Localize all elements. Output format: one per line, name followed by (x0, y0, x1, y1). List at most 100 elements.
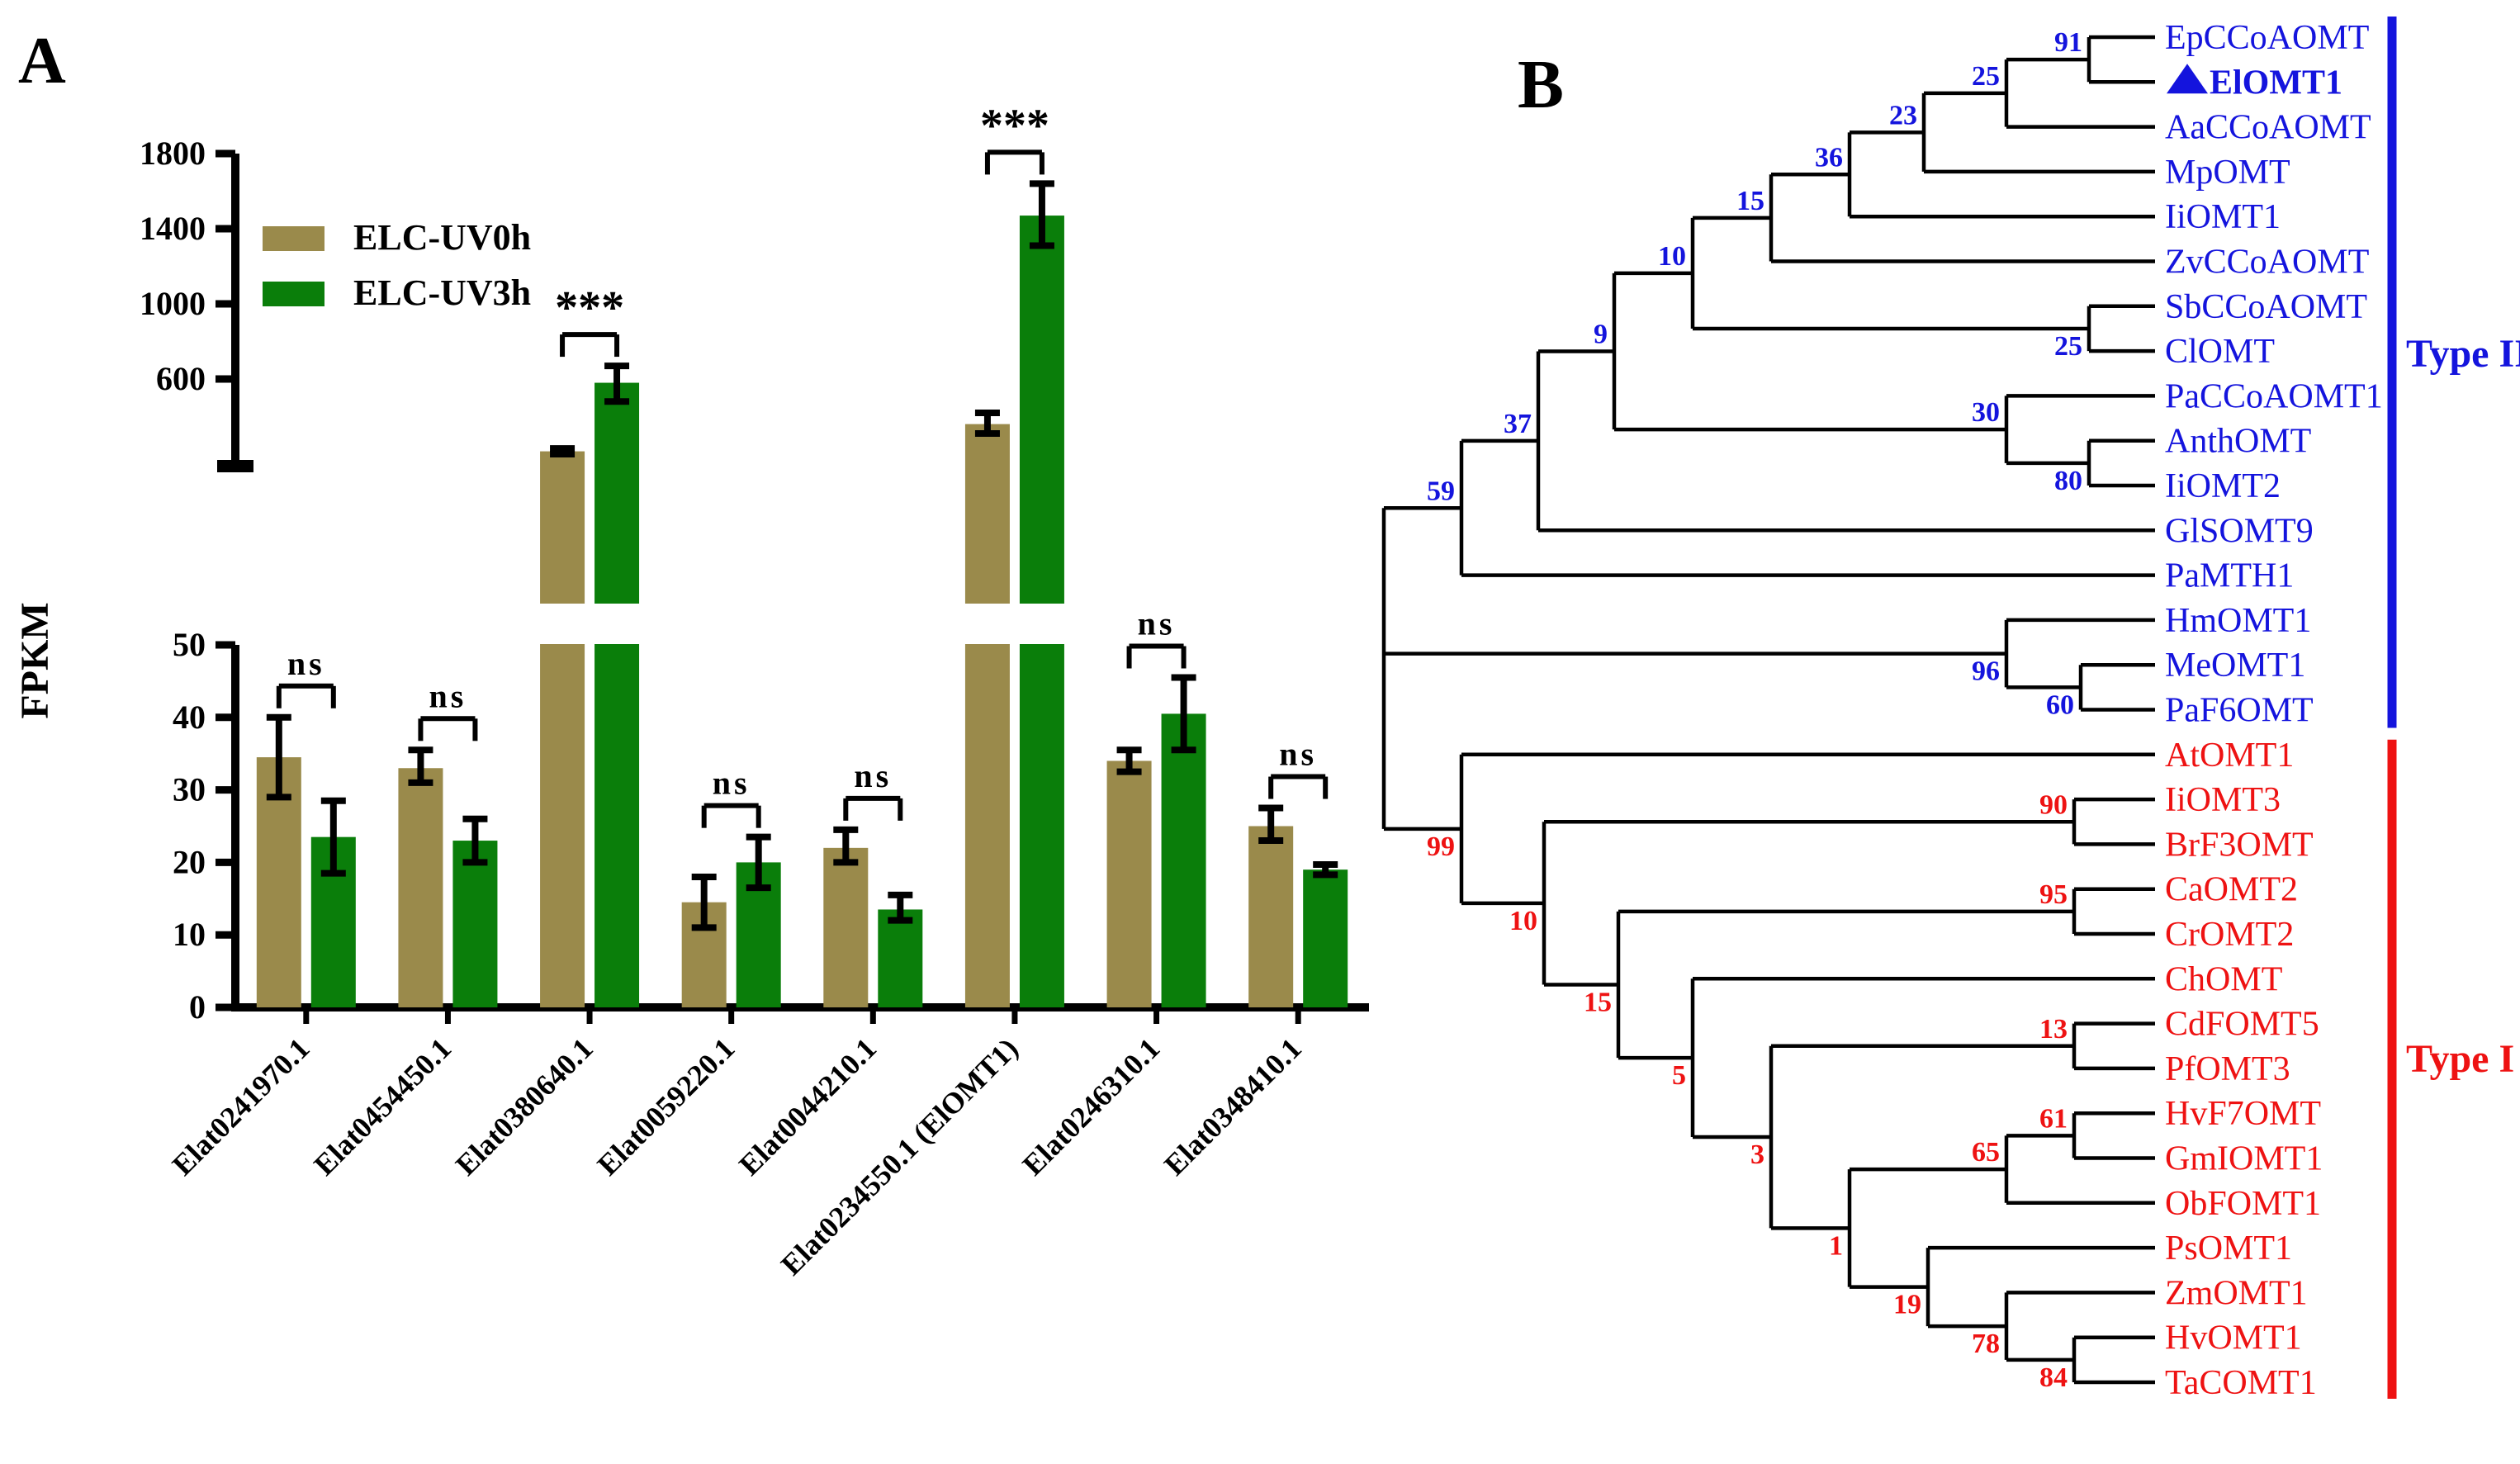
bootstrap-label: 59 (1427, 476, 1455, 506)
taxon-label: HmOMT1 (2165, 602, 2311, 640)
cladogram: 5937910153623259125308096609910901595531… (1381, 19, 2383, 1402)
bootstrap-label: 9 (1594, 320, 1608, 350)
bootstrap-label: 3 (1750, 1139, 1764, 1170)
bootstrap-label: 19 (1893, 1290, 1921, 1320)
bar-upper-piece (594, 382, 640, 604)
y-tick-label: 1000 (140, 285, 206, 322)
x-category-label: Elat0380640.1 (449, 1031, 599, 1182)
taxon-label: BrF3OMT (2165, 826, 2314, 864)
bar (1161, 713, 1206, 1007)
x-category-labels: Elat0241970.1Elat0454450.1Elat0380640.1E… (166, 1031, 1308, 1282)
taxon-label: MpOMT (2165, 154, 2290, 192)
taxon-label: ObFOMT1 (2165, 1185, 2321, 1223)
x-category-label: Elat0059220.1 (591, 1031, 741, 1182)
sig-label: ns (854, 757, 892, 794)
sig-label: ns (287, 645, 325, 682)
taxon-label: IiOMT2 (2165, 467, 2281, 505)
bootstrap-label: 1 (1829, 1230, 1843, 1261)
sig-label: ns (429, 677, 467, 714)
bar-upper-piece (540, 451, 585, 604)
sig-label: ns (1138, 605, 1176, 642)
bar-lower-piece (594, 644, 640, 1007)
taxon-label: IiOMT3 (2165, 781, 2281, 819)
bootstrap-label: 90 (2039, 789, 2068, 820)
x-category-label: Elat0246310.1 (1016, 1031, 1166, 1182)
bar-lower-piece (540, 644, 585, 1007)
type-i-label: Type I (2406, 1037, 2514, 1081)
taxon-label: HvOMT1 (2165, 1319, 2302, 1357)
bootstrap-label: 23 (1889, 100, 1917, 130)
bootstrap-label: 95 (2039, 879, 2068, 910)
bootstrap-label: 78 (1972, 1329, 2000, 1359)
taxon-label: PsOMT1 (2165, 1229, 2292, 1267)
taxon-label: MeOMT1 (2165, 647, 2305, 685)
y-tick-label: 1400 (140, 210, 206, 247)
taxon-label: ZmOMT1 (2165, 1274, 2308, 1312)
x-category-label: Elat0044210.1 (732, 1031, 883, 1182)
bar (398, 768, 443, 1007)
taxon-label: CdFOMT5 (2165, 1006, 2319, 1044)
bar-lower-piece (964, 644, 1010, 1007)
bootstrap-label: 36 (1815, 142, 1843, 173)
taxon-label: CaOMT2 (2165, 871, 2298, 909)
highlight-triangle-icon (2167, 64, 2208, 94)
taxon-label: EpCCoAOMT (2165, 19, 2369, 57)
y-axis-title: FPKM (13, 602, 57, 718)
bootstrap-label: 13 (2039, 1014, 2068, 1045)
bootstrap-label: 96 (1972, 656, 2000, 687)
bootstrap-label: 65 (1972, 1137, 2000, 1168)
bootstrap-label: 15 (1584, 988, 1612, 1018)
bootstrap-label: 5 (1672, 1060, 1686, 1091)
bootstrap-label: 25 (1972, 61, 2000, 92)
bootstrap-label: 91 (2054, 27, 2082, 58)
x-category-label: Elat0241970.1 (166, 1031, 316, 1182)
taxon-label: ZvCCoAOMT (2165, 244, 2369, 282)
taxon-label: PfOMT3 (2165, 1050, 2290, 1088)
x-category-label: Elat0234550.1 (ElOMT1) (774, 1031, 1025, 1282)
sig-label: *** (980, 100, 1049, 151)
y-tick-label: 40 (173, 699, 206, 736)
bar (1303, 869, 1348, 1007)
x-category-label: Elat0348410.1 (1158, 1031, 1308, 1182)
bootstrap-label: 25 (2054, 331, 2082, 362)
bootstrap-label: 15 (1736, 186, 1764, 216)
taxon-label: PaCCoAOMT1 (2165, 377, 2383, 415)
taxon-label: IiOMT1 (2165, 198, 2281, 236)
bootstrap-label: 84 (2039, 1362, 2068, 1393)
panel-a-label: A (18, 25, 66, 97)
y-tick-label: 50 (173, 626, 206, 663)
bootstrap-label: 61 (2039, 1103, 2068, 1134)
taxon-label: PaMTH1 (2165, 557, 2294, 595)
clade-brackets: Type II Type I (2387, 17, 2520, 1399)
panel-b-phylogenetic-tree: B 59379101536232591253080966099109015955… (1381, 17, 2520, 1402)
panel-b-label: B (1518, 46, 1564, 123)
taxon-label: AtOMT1 (2165, 737, 2294, 775)
bootstrap-label: 30 (1972, 397, 2000, 428)
y-tick-label: 600 (156, 360, 206, 397)
bootstrap-label: 99 (1427, 831, 1455, 862)
taxon-label: ClOMT (2165, 333, 2275, 371)
bar (1106, 760, 1152, 1007)
bootstrap-label: 10 (1658, 241, 1686, 272)
taxon-label: GlSOMT9 (2165, 512, 2314, 550)
x-category-label: Elat0454450.1 (307, 1031, 457, 1182)
sig-label: ns (713, 765, 751, 802)
type-ii-label: Type II (2406, 332, 2520, 376)
taxon-label: ElOMT1 (2210, 64, 2342, 102)
taxon-label: ChOMT (2165, 960, 2282, 998)
y-tick-label: 10 (173, 916, 206, 953)
taxon-label: AnthOMT (2165, 423, 2311, 461)
y-tick-label: 30 (173, 771, 206, 808)
bar (878, 909, 923, 1007)
bar (452, 841, 498, 1007)
y-tick-label: 0 (189, 988, 206, 1026)
sig-label: ns (1279, 736, 1317, 773)
taxon-label: GmIOMT1 (2165, 1140, 2323, 1178)
taxon-label: TaCOMT1 (2165, 1364, 2317, 1402)
bar-series (256, 180, 1348, 1007)
taxon-label: PaF6OMT (2165, 692, 2314, 730)
